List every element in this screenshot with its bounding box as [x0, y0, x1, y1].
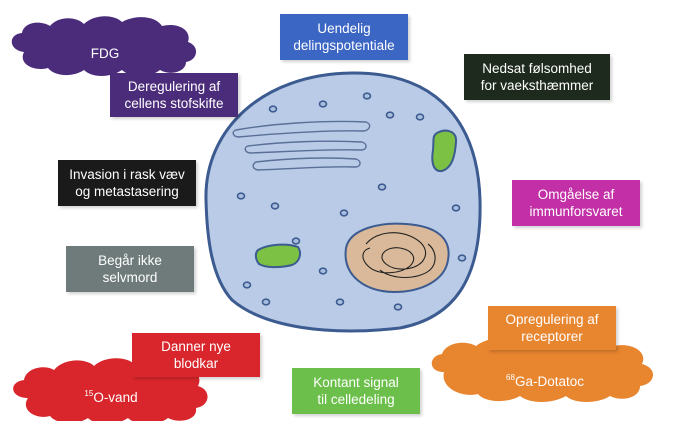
- apoptosis-resistance-box: Begår ikke selvmord: [66, 246, 194, 292]
- oxygen-water-label: O-vand: [93, 390, 137, 405]
- unlimited-division-box: Uendelig delingspotentiale: [280, 14, 408, 60]
- receptor-upregulation-box: Opregulering af receptorer: [488, 306, 616, 350]
- oxygen-water-cloud-label: 15O-vand blodforsyning: [36, 372, 186, 440]
- growth-suppressor-insensitivity-box: Nedsat følsomhed for vaeksthæmmer: [464, 54, 610, 100]
- ga-dotatoc-label: Ga-Dotatoc: [515, 374, 584, 389]
- nucleus: [346, 224, 449, 292]
- invasion-metastasis-box: Invasion i rask væv og metastasering: [58, 160, 196, 206]
- gallium-isotope: 68: [506, 373, 515, 382]
- blood-supply-label: blodforsyning: [71, 424, 151, 439]
- oxygen-isotope: 15: [84, 389, 93, 398]
- proliferative-signaling-box: Kontant signal til celledeling: [292, 368, 420, 414]
- ga-dotatoc-cloud-label: 68Ga-Dotatoc Somatostatin receptor: [460, 356, 630, 424]
- immune-evasion-box: Omgåelse af immunforsvaret: [512, 180, 640, 226]
- deregulated-metabolism-box: Deregulering af cellens stofskifte: [110, 73, 238, 117]
- mitochondrion-lower: [256, 245, 300, 268]
- angiogenesis-box: Danner nye blodkar: [132, 333, 260, 377]
- fdg-label: FDG: [91, 46, 120, 61]
- cell-body: [206, 73, 480, 331]
